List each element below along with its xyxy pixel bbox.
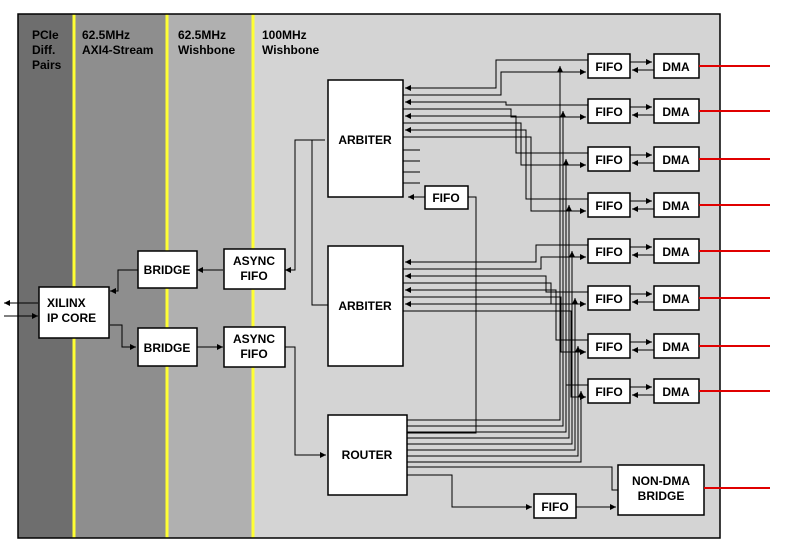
- router-block: ROUTER: [327, 414, 408, 496]
- dma-channels: FIFO DMA FIFO DMA FIFO DMA FIFO DMA FIFO DMA FIFO D…: [587, 53, 770, 404]
- router-to-channel-wire: [407, 251, 575, 445]
- fifo-mid-block: FIFO: [424, 185, 469, 210]
- arbiter-to-fifo-wire: [403, 310, 586, 400]
- dma-channel-2: FIFO DMA: [587, 98, 770, 124]
- zone-pcie-diff-pairs: [18, 14, 74, 538]
- channel-dma-label: DMA: [662, 105, 690, 119]
- arbiter-to-fifo-wire: [403, 136, 586, 214]
- router-to-channel-wire: [407, 111, 566, 427]
- channel-fifo-label: FIFO: [595, 105, 622, 119]
- channel-dma-box: [653, 98, 700, 124]
- arbiter-to-fifo-wire: [403, 108, 586, 120]
- channel-fifo-label: FIFO: [595, 60, 622, 74]
- svg-text:ROUTER: ROUTER: [342, 448, 393, 462]
- channel-fifo-label: FIFO: [595, 292, 622, 306]
- fifo-to-arbiter-wire: [405, 99, 588, 106]
- channel-dma-label: DMA: [662, 153, 690, 167]
- dma-channel-6: FIFO DMA: [587, 285, 770, 311]
- channel-fifo-box: [587, 378, 631, 404]
- dma-channel-8: FIFO DMA: [587, 378, 770, 404]
- channel-fifo-box: [587, 146, 631, 172]
- channel-fifo-box: [587, 333, 631, 359]
- arbiter-to-fifo-wire: [403, 69, 586, 96]
- arbiter-to-fifo-wire: [403, 122, 586, 168]
- channel-fifo-box: [587, 285, 631, 311]
- channel-dma-box: [653, 53, 700, 79]
- router-to-channel-wire: [407, 159, 569, 433]
- channel-fifo-label: FIFO: [595, 385, 622, 399]
- router-to-channel-wire: [407, 391, 584, 463]
- left-wiring: [110, 139, 328, 458]
- channel-fifo-label: FIFO: [595, 245, 622, 259]
- channel-dma-label: DMA: [662, 245, 690, 259]
- channel-dma-label: DMA: [662, 199, 690, 213]
- outer-frame: [17, 13, 721, 539]
- router-to-channel-wire: [407, 205, 572, 439]
- svg-text:BRIDGE: BRIDGE: [144, 263, 191, 277]
- channel-fifo-box: [587, 98, 631, 124]
- dma-channel-5: FIFO DMA: [587, 238, 770, 264]
- channel-dma-label: DMA: [662, 292, 690, 306]
- dma-channel-1: FIFO DMA: [587, 53, 770, 79]
- arbiter-top-block: ARBITER: [327, 79, 404, 198]
- channel-dma-box: [653, 333, 700, 359]
- fifo-to-arbiter-wire: [405, 273, 588, 293]
- arbiter-to-fifo-wire: [403, 296, 586, 355]
- channel-fifo-label: FIFO: [595, 153, 622, 167]
- svg-text:FIFO: FIFO: [432, 191, 459, 205]
- svg-text:BRIDGE: BRIDGE: [144, 341, 191, 355]
- svg-text:FIFO: FIFO: [541, 500, 568, 514]
- arbiter-bottom-block: ARBITER: [327, 245, 404, 367]
- channel-fifo-label: FIFO: [595, 199, 622, 213]
- bridge-top-block: BRIDGE: [137, 250, 198, 289]
- dma-channel-4: FIFO DMA: [587, 192, 770, 218]
- channel-dma-label: DMA: [662, 60, 690, 74]
- bridge-bottom-block: BRIDGE: [137, 327, 198, 367]
- arbiter-to-fifo-wire: [403, 254, 586, 270]
- fifo-to-arbiter-wire: [405, 287, 588, 341]
- router-to-channel-wire: [407, 66, 563, 421]
- channel-fifo-label: FIFO: [595, 340, 622, 354]
- channel-dma-box: [653, 192, 700, 218]
- dma-channel-7: FIFO DMA: [587, 333, 770, 359]
- router-to-channel-wire: [407, 346, 581, 457]
- fifo-to-arbiter-wire: [405, 127, 588, 200]
- svg-text:ARBITER: ARBITER: [338, 299, 392, 313]
- fifo-to-arbiter-wire: [405, 59, 588, 91]
- channel-fifo-box: [587, 192, 631, 218]
- fifo-to-arbiter-wire: [405, 301, 588, 386]
- channel-bus-wiring: [403, 59, 588, 463]
- router-output-wiring: [407, 194, 618, 510]
- channel-dma-label: DMA: [662, 340, 690, 354]
- channel-fifo-box: [587, 238, 631, 264]
- svg-text:ARBITER: ARBITER: [338, 133, 392, 147]
- arbiter-to-fifo-wire: [403, 282, 586, 307]
- fifo-bottom-block: FIFO: [533, 493, 577, 519]
- fifo-to-arbiter-wire: [405, 113, 588, 154]
- dma-channel-3: FIFO DMA: [587, 146, 770, 172]
- channel-fifo-box: [587, 53, 631, 79]
- fifo-to-arbiter-wire: [405, 244, 588, 265]
- channel-dma-label: DMA: [662, 385, 690, 399]
